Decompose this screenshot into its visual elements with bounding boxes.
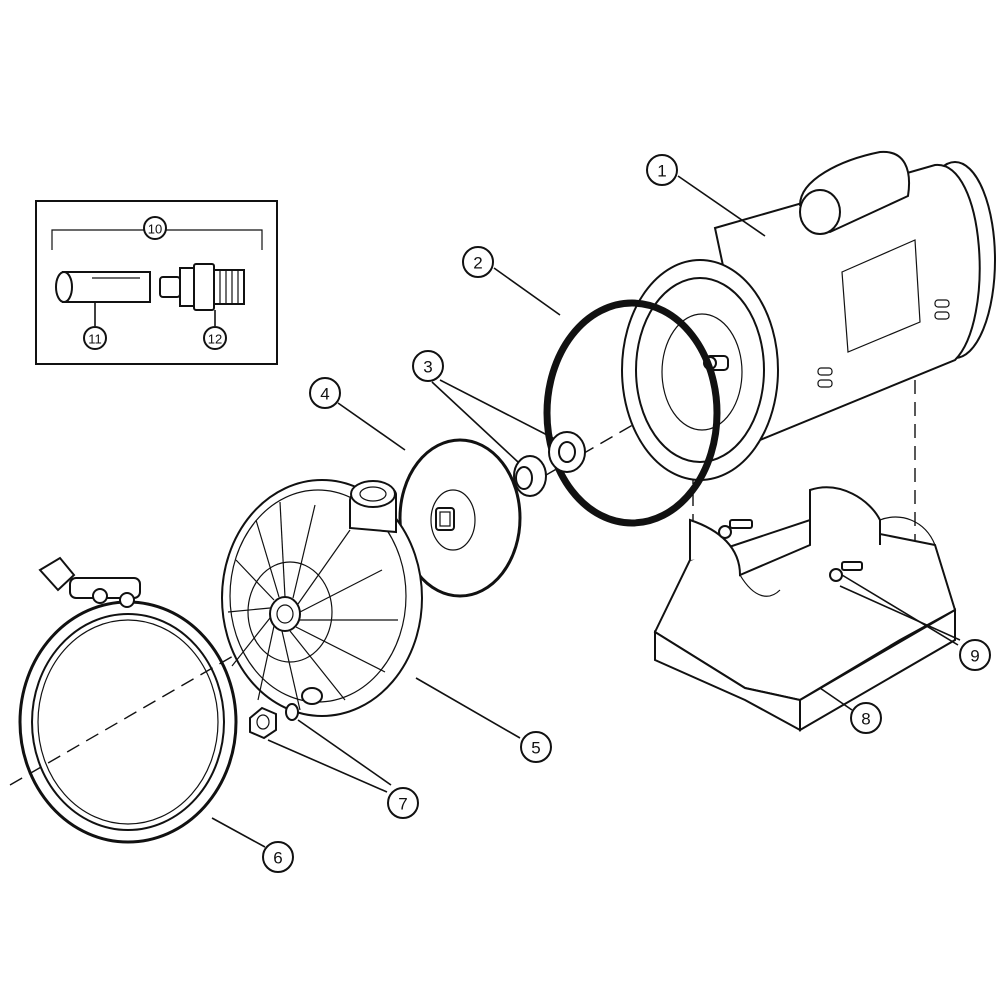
callout-10-label: 10: [148, 222, 162, 237]
callout-9: 9: [959, 639, 991, 671]
callout-1: 1: [646, 154, 678, 186]
drain-plug-drawing: [249, 703, 299, 740]
callout-10: 10: [143, 216, 167, 240]
motor-drawing: [621, 150, 996, 481]
callout-7-label: 7: [398, 795, 407, 814]
motor-base-drawing: [653, 486, 957, 732]
callout-12: 12: [203, 326, 227, 350]
hose-kit-inset: [35, 200, 278, 365]
pump-housing-drawing: [221, 479, 423, 717]
callout-4: 4: [309, 377, 341, 409]
callout-1-label: 1: [657, 162, 666, 181]
leader-lines: [211, 175, 961, 848]
clamp-drawing: [18, 556, 238, 844]
seal-drawing: [513, 431, 586, 497]
callout-11: 11: [83, 326, 107, 350]
callout-3: 3: [412, 350, 444, 382]
callout-6-label: 6: [273, 849, 282, 868]
callout-6: 6: [262, 841, 294, 873]
o-ring-drawing: [543, 299, 721, 527]
callout-9-label: 9: [970, 647, 979, 666]
callout-8-label: 8: [861, 710, 870, 729]
callout-5-label: 5: [531, 739, 540, 758]
callout-2: 2: [462, 246, 494, 278]
callout-11-label: 11: [88, 332, 102, 347]
hose-drawing: [55, 271, 151, 303]
callout-2-label: 2: [473, 254, 482, 273]
callout-7: 7: [387, 787, 419, 819]
callout-8: 8: [850, 702, 882, 734]
callout-12-label: 12: [208, 332, 222, 347]
callout-4-label: 4: [320, 385, 329, 404]
bolt-right: [829, 561, 863, 582]
impeller-drawing: [398, 438, 522, 598]
bolt-left: [718, 519, 753, 539]
callout-5: 5: [520, 731, 552, 763]
callout-3-label: 3: [423, 358, 432, 377]
hose-adapter-drawing: [159, 263, 245, 311]
